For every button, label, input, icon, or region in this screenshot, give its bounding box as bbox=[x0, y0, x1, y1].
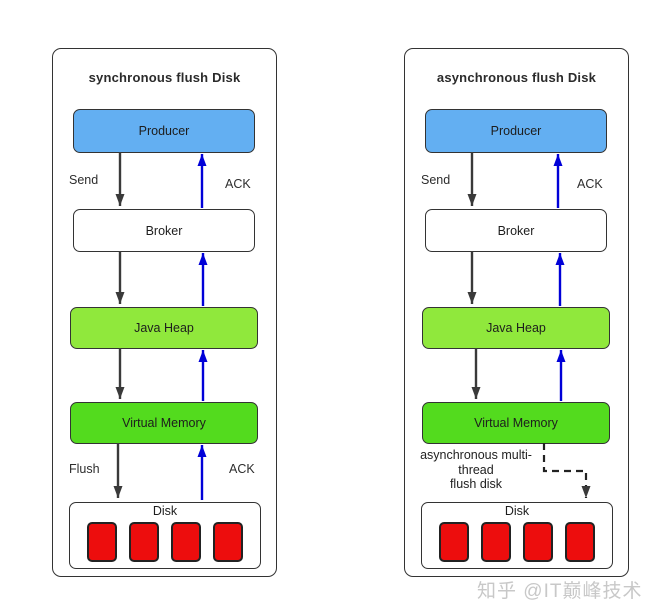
watermark: 知乎 @IT巅峰技术 bbox=[477, 581, 643, 602]
async-flush-note-line3: flush disk bbox=[449, 477, 503, 491]
async-flush-note-line2: thread bbox=[458, 462, 494, 477]
disk-cell bbox=[171, 522, 201, 562]
sync-producer-node: Producer bbox=[73, 109, 255, 153]
async-disk-cells bbox=[422, 522, 612, 562]
sync-flush-panel: synchronous flush Disk Producer Broker J… bbox=[52, 48, 277, 577]
disk-cell bbox=[87, 522, 117, 562]
async-broker-label: Broker bbox=[497, 223, 535, 238]
sync-disk-cells bbox=[70, 522, 260, 562]
sync-panel-title: synchronous flush Disk bbox=[88, 70, 241, 85]
async-send-label: Send bbox=[421, 173, 451, 187]
async-flush-note-line1: asynchronous multi- bbox=[420, 448, 532, 462]
sync-virtual-memory-label: Virtual Memory bbox=[122, 416, 206, 430]
sync-broker-node: Broker bbox=[73, 209, 255, 252]
disk-cell bbox=[129, 522, 159, 562]
disk-cell bbox=[523, 522, 553, 562]
sync-broker-label: Broker bbox=[145, 223, 183, 238]
async-java-heap-node: Java Heap bbox=[422, 307, 610, 349]
sync-ack-upper-label: ACK bbox=[225, 177, 251, 191]
async-disk-label: Disk bbox=[504, 504, 530, 518]
disk-cell bbox=[439, 522, 469, 562]
async-ack-upper-label: ACK bbox=[577, 177, 603, 191]
async-producer-label: Producer bbox=[490, 124, 542, 138]
async-disk-node: Disk bbox=[421, 502, 613, 569]
sync-ack-lower-label: ACK bbox=[229, 462, 255, 476]
async-panel-title: asynchronous flush Disk bbox=[436, 70, 597, 85]
sync-java-heap-node: Java Heap bbox=[70, 307, 258, 349]
async-virtual-memory-node: Virtual Memory bbox=[422, 402, 610, 444]
async-flush-panel: asynchronous flush Disk Producer Broker … bbox=[404, 48, 629, 577]
sync-flush-label: Flush bbox=[69, 462, 100, 476]
async-java-heap-label: Java Heap bbox=[486, 321, 546, 335]
disk-cell bbox=[565, 522, 595, 562]
sync-java-heap-label: Java Heap bbox=[134, 321, 194, 335]
sync-send-label: Send bbox=[69, 173, 99, 187]
sync-producer-label: Producer bbox=[138, 124, 190, 138]
async-flush-note: asynchronous multi- thread flush disk bbox=[407, 448, 545, 492]
async-virtual-memory-label: Virtual Memory bbox=[474, 416, 558, 430]
async-broker-node: Broker bbox=[425, 209, 607, 252]
async-producer-node: Producer bbox=[425, 109, 607, 153]
sync-disk-label: Disk bbox=[152, 504, 178, 518]
sync-virtual-memory-node: Virtual Memory bbox=[70, 402, 258, 444]
disk-cell bbox=[213, 522, 243, 562]
disk-cell bbox=[481, 522, 511, 562]
sync-disk-node: Disk bbox=[69, 502, 261, 569]
